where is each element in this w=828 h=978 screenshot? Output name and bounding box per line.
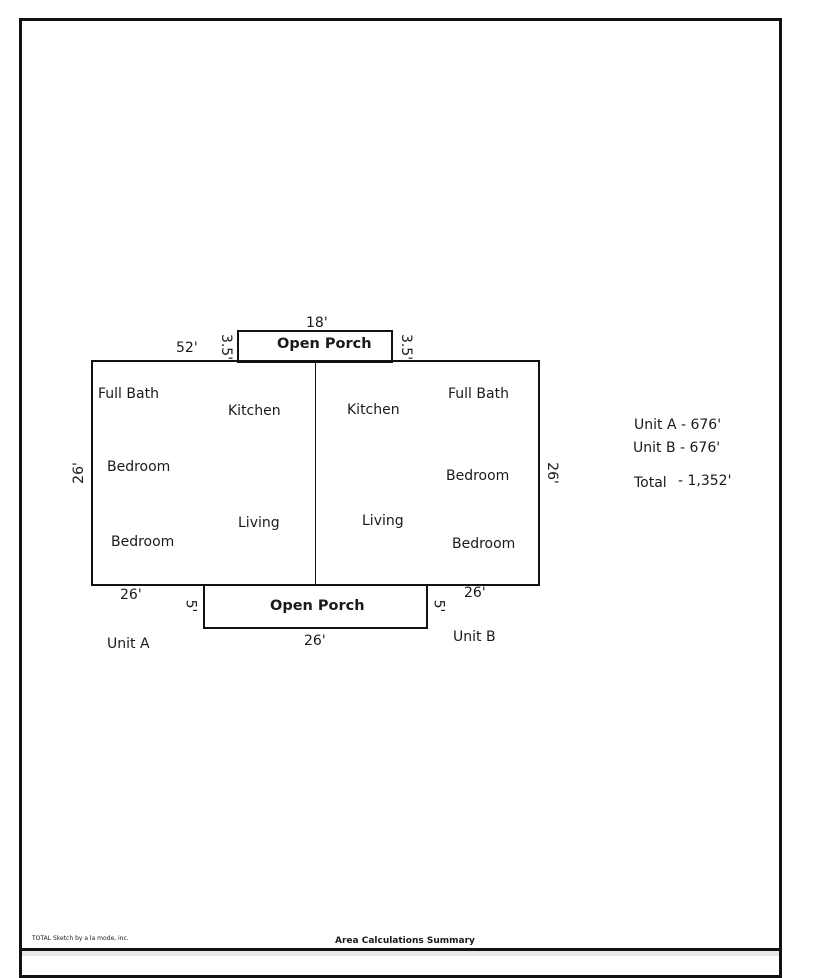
party-wall: [315, 361, 316, 585]
footer-credit: TOTAL Sketch by a la mode, inc.: [32, 935, 129, 942]
unit-a-bedroom-1: Bedroom: [107, 459, 171, 475]
top-porch-depth-left: 3.5': [218, 333, 235, 361]
unit-a-bedroom-2: Bedroom: [111, 534, 175, 550]
summary-total-label: Total: [634, 475, 667, 491]
unit-a-label: Unit A: [107, 636, 150, 652]
top-porch-width: 18': [306, 315, 328, 331]
unit-b-width: 26': [464, 585, 486, 601]
summary-total-value: - 1,352': [678, 473, 732, 489]
unit-b-bedroom-2: Bedroom: [452, 536, 516, 552]
bottom-porch-width: 26': [304, 633, 326, 649]
bottom-porch-label: Open Porch: [270, 598, 365, 614]
top-porch-label: Open Porch: [277, 336, 372, 352]
right-depth: 26': [543, 462, 560, 484]
bottom-porch-depth-left: 5': [182, 599, 199, 613]
unit-b-full-bath: Full Bath: [448, 386, 509, 402]
left-depth: 26': [70, 462, 87, 484]
summary-unit-a: Unit A - 676': [634, 417, 722, 433]
unit-b-label: Unit B: [453, 629, 496, 645]
top-porch-depth-right: 3.5': [398, 333, 415, 361]
bottom-open-porch: [203, 584, 428, 629]
unit-a-living: Living: [238, 515, 280, 531]
footer-strip: [22, 951, 779, 956]
unit-b-kitchen: Kitchen: [347, 402, 400, 418]
bottom-porch-depth-right: 5': [430, 599, 447, 613]
unit-a-width: 26': [120, 587, 142, 603]
top-overall-width: 52': [176, 340, 198, 356]
unit-a-full-bath: Full Bath: [98, 386, 159, 402]
footer-rule: [19, 948, 782, 951]
summary-unit-b: Unit B - 676': [633, 440, 721, 456]
footer-title: Area Calculations Summary: [335, 936, 475, 946]
unit-a-kitchen: Kitchen: [228, 403, 281, 419]
unit-b-bedroom-1: Bedroom: [446, 468, 510, 484]
unit-b-living: Living: [362, 513, 404, 529]
